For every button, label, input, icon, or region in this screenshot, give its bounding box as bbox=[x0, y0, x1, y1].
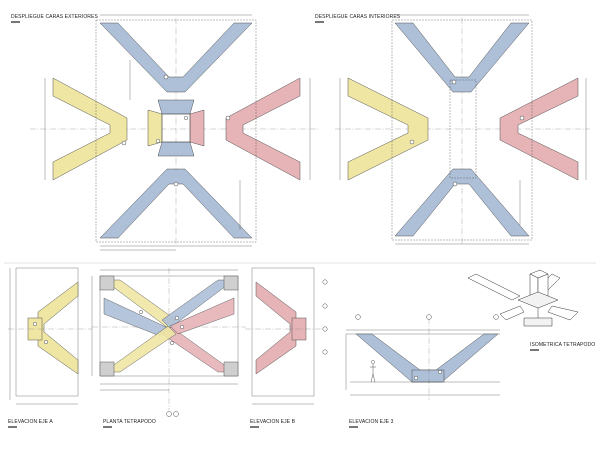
arm-right-red bbox=[499, 77, 579, 181]
axis-bubble bbox=[355, 314, 361, 320]
axis-bubble bbox=[322, 279, 328, 285]
axis-bubble bbox=[322, 303, 328, 309]
marker-point bbox=[451, 79, 457, 85]
marker-point bbox=[452, 181, 458, 187]
plan-drawing bbox=[91, 268, 246, 417]
center-piece-bottom bbox=[157, 141, 195, 157]
human-scale-figure bbox=[370, 360, 376, 383]
center-piece-right bbox=[189, 109, 205, 147]
label-isometric: ISOMETRICA TETRAPODO bbox=[530, 342, 596, 348]
marker-point bbox=[183, 115, 188, 120]
elevation-b-drawing bbox=[245, 267, 328, 405]
label-elevation-a: ELEVACION EJE A bbox=[8, 419, 53, 425]
elevation-a-frame bbox=[15, 267, 79, 397]
center-core bbox=[161, 113, 191, 143]
label-plan: PLANTA TETRAPODO bbox=[103, 419, 156, 425]
arm-top-blue bbox=[99, 22, 253, 93]
label-elevation-b: ELEVACION EJE B bbox=[250, 419, 296, 425]
plan-foot bbox=[223, 275, 239, 291]
marker-point bbox=[173, 181, 179, 187]
construction-frame bbox=[391, 19, 533, 241]
construction-frame bbox=[95, 19, 257, 243]
marker-point bbox=[121, 140, 127, 146]
elevation-3-drawing bbox=[345, 314, 500, 400]
plan-foot bbox=[99, 361, 115, 377]
arm-left-yellow bbox=[347, 77, 429, 181]
plan-foot bbox=[223, 361, 239, 377]
plan-foot bbox=[99, 275, 115, 291]
marker-point bbox=[174, 316, 179, 321]
scale-mark bbox=[250, 426, 259, 428]
interior-unfold-drawing bbox=[335, 14, 590, 245]
scale-mark bbox=[349, 426, 358, 428]
scale-mark bbox=[8, 426, 17, 428]
axis-bubble bbox=[426, 314, 432, 320]
arm-left-yellow bbox=[52, 77, 128, 181]
elevation-b-red-arms bbox=[255, 281, 297, 375]
marker-point bbox=[163, 74, 169, 80]
marker-point bbox=[33, 322, 38, 327]
scale-mark bbox=[315, 21, 324, 23]
axis-bubble bbox=[322, 326, 328, 332]
plan-arm-red-top bbox=[169, 297, 235, 335]
marker-point bbox=[169, 341, 174, 346]
marker-point bbox=[414, 376, 419, 381]
label-exterior-unfold: DESPLIEGUE CARAS EXTERIORES bbox=[11, 14, 98, 20]
plan-arm-blue-right bbox=[161, 279, 235, 329]
arm-top-blue bbox=[394, 22, 530, 93]
marker-point bbox=[44, 340, 49, 345]
elevation-a-drawing bbox=[8, 267, 92, 405]
axis-bubble bbox=[493, 314, 499, 320]
axis-bubble bbox=[173, 411, 179, 417]
inner-frame bbox=[449, 79, 477, 179]
scale-mark bbox=[103, 426, 112, 428]
marker-point bbox=[179, 325, 184, 330]
axis-bubble bbox=[166, 411, 172, 417]
arm-bottom-blue bbox=[394, 168, 530, 237]
center-piece-top bbox=[157, 99, 195, 115]
scale-mark bbox=[530, 349, 539, 351]
elevation-a-yellow-arms bbox=[37, 281, 79, 375]
isometric-drawing bbox=[467, 269, 579, 327]
exterior-unfold-drawing bbox=[30, 14, 320, 251]
marker-point bbox=[409, 139, 415, 145]
arm-right-red bbox=[225, 77, 301, 181]
axis-bubble bbox=[322, 349, 328, 355]
elevation-b-frame bbox=[251, 267, 315, 397]
plan-arm-yellow-bottom bbox=[103, 325, 177, 373]
marker-point bbox=[519, 115, 525, 121]
label-interior-unfold: DESPLIEGUE CARAS INTERIORES bbox=[315, 14, 401, 20]
marker-point bbox=[138, 310, 143, 315]
marker-point bbox=[155, 138, 160, 143]
marker-point bbox=[438, 370, 443, 375]
label-elevation-3: ELEVACION EJE 3 bbox=[349, 419, 394, 425]
scale-mark bbox=[11, 21, 20, 23]
marker-point bbox=[225, 115, 231, 121]
